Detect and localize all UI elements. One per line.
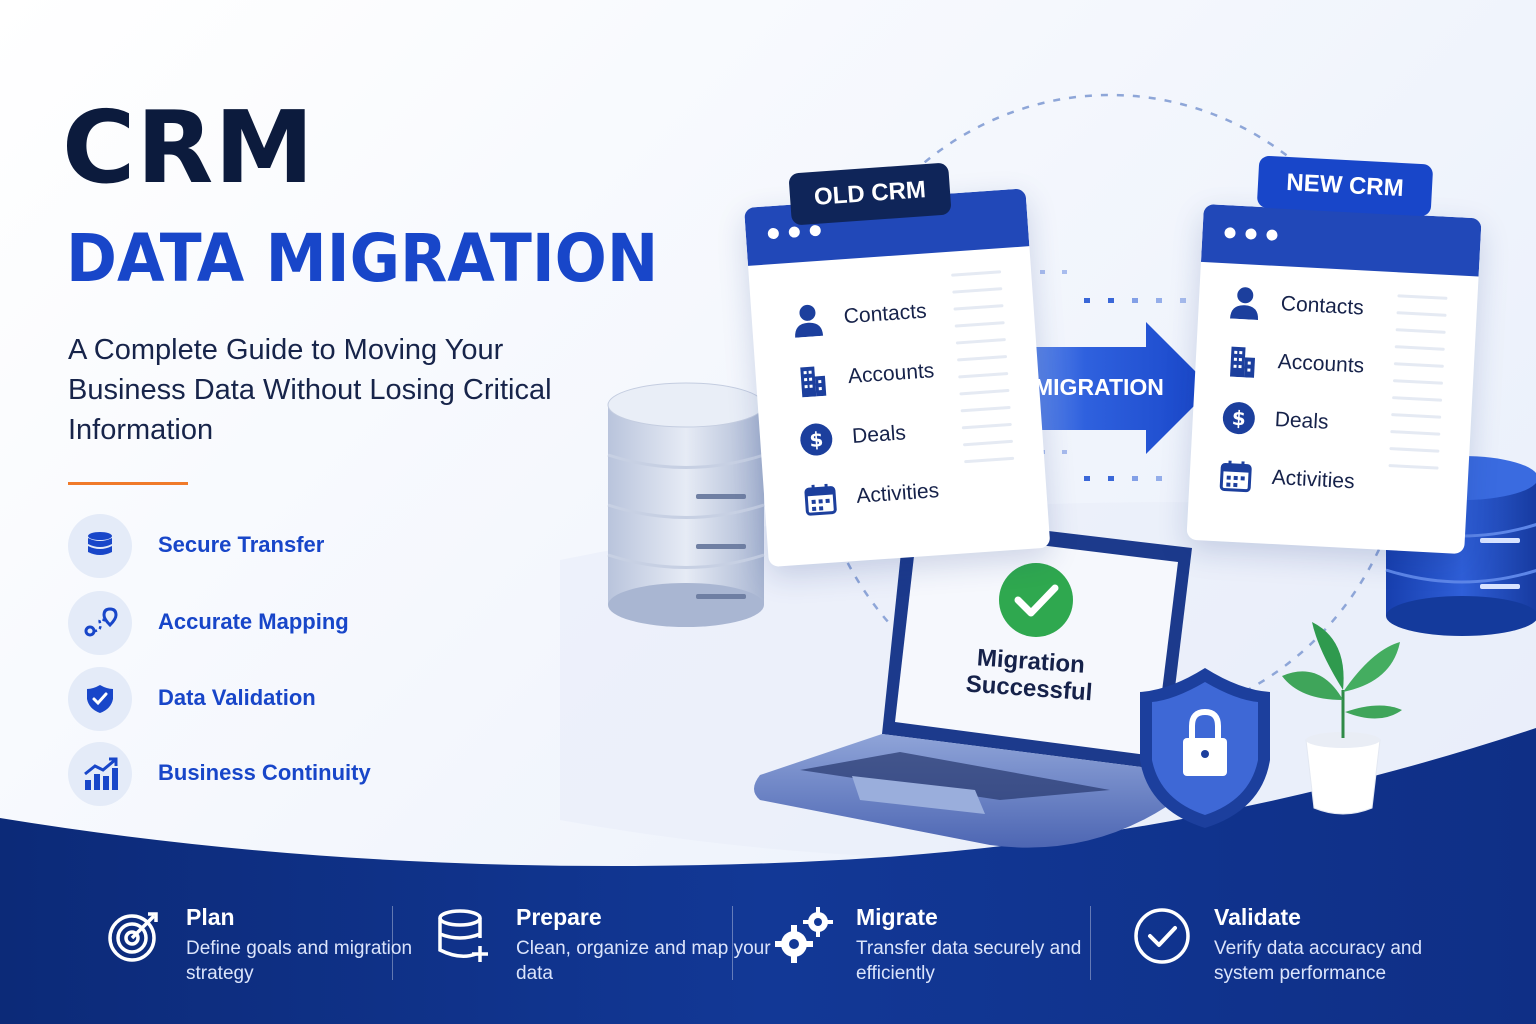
migration-label: MIGRATION	[1034, 374, 1164, 400]
item-label: Deals	[1274, 408, 1330, 434]
accent-divider	[68, 482, 188, 485]
check-circle-icon	[1134, 908, 1190, 964]
step-plan: Plan Define goals and migration strategy	[104, 900, 412, 1000]
feature-label: Business Continuity	[158, 760, 371, 785]
step-description: Transfer data securely and efficiently	[856, 938, 1082, 984]
calendar-icon	[799, 478, 842, 521]
shield-lock-icon	[1140, 668, 1270, 828]
route-icon	[68, 591, 132, 655]
step-divider	[392, 906, 393, 980]
growth-chart-icon	[68, 742, 132, 806]
step-validate: Validate Verify data accuracy and system…	[1132, 900, 1462, 1000]
building-icon	[1221, 339, 1263, 381]
feature-secure-transfer: Secure Transfer	[68, 514, 488, 578]
item-label: Accounts	[1277, 350, 1365, 378]
migration-status: Migration Successful	[953, 643, 1106, 707]
feature-label: Data Validation	[158, 685, 316, 710]
old-crm-item-accounts: Accounts	[791, 344, 1033, 401]
item-label: Contacts	[1280, 292, 1365, 320]
new-crm-tag: NEW CRM	[1256, 155, 1434, 217]
item-label: Accounts	[847, 359, 936, 389]
old-crm-item-deals: $ Deals	[795, 404, 1037, 461]
new-crm-window: Contacts Accounts $ Deals Activities	[1186, 204, 1482, 555]
feature-data-validation: Data Validation	[68, 667, 488, 731]
step-title: Prepare	[516, 904, 602, 930]
step-migrate: Migrate Transfer data securely and effic…	[774, 900, 1081, 1000]
gears-icon	[775, 907, 833, 963]
feature-label: Accurate Mapping	[158, 609, 349, 634]
step-divider	[1090, 906, 1091, 980]
new-crm-item-deals: $ Deals	[1218, 397, 1460, 450]
item-label: Contacts	[843, 299, 928, 329]
step-divider	[732, 906, 733, 980]
database-icon	[68, 514, 132, 578]
item-label: Activities	[855, 479, 940, 508]
migration-arrow-label: MIGRATION	[1000, 322, 1212, 454]
title-data-migration: DATA MIGRATION	[66, 220, 659, 297]
step-description: Define goals and migration strategy	[186, 938, 413, 984]
calendar-icon	[1215, 455, 1257, 497]
old-crm-item-contacts: Contacts	[787, 285, 1029, 342]
person-icon	[787, 298, 830, 341]
new-crm-item-accounts: Accounts	[1221, 339, 1463, 392]
migration-arrow	[1000, 322, 1212, 454]
shield-check-icon	[68, 667, 132, 731]
feature-label: Secure Transfer	[158, 532, 325, 557]
step-prepare: Prepare Clean, organize and map your dat…	[434, 900, 771, 1000]
svg-text:$: $	[1231, 406, 1246, 431]
old-crm-item-activities: Activities	[799, 464, 1041, 521]
feature-business-continuity: Business Continuity	[68, 742, 488, 806]
new-crm-item-activities: Activities	[1215, 455, 1457, 508]
old-database-icon	[607, 382, 765, 627]
old-crm-tag: OLD CRM	[788, 162, 952, 226]
item-label: Deals	[851, 421, 907, 448]
plant-icon	[1282, 622, 1402, 815]
new-crm-item-contacts: Contacts	[1224, 281, 1466, 334]
step-title: Plan	[186, 904, 235, 930]
target-icon	[108, 912, 158, 962]
building-icon	[791, 358, 834, 401]
step-title: Validate	[1214, 904, 1301, 930]
subtitle: A Complete Guide to Moving Your Business…	[68, 334, 552, 446]
item-label: Activities	[1271, 465, 1356, 494]
svg-text:$: $	[809, 427, 825, 452]
step-description: Clean, organize and map your data	[516, 938, 771, 984]
database-add-icon	[438, 909, 488, 962]
dollar-icon: $	[795, 418, 838, 461]
step-title: Migrate	[856, 904, 938, 930]
step-description: Verify data accuracy and system performa…	[1214, 938, 1423, 984]
feature-accurate-mapping: Accurate Mapping	[68, 591, 488, 655]
dollar-icon: $	[1218, 397, 1260, 439]
title-crm: CRM	[62, 89, 315, 206]
person-icon	[1224, 281, 1266, 323]
laptop-icon	[754, 514, 1192, 848]
old-crm-window: Contacts Accounts $ Deals Activities	[744, 188, 1051, 568]
